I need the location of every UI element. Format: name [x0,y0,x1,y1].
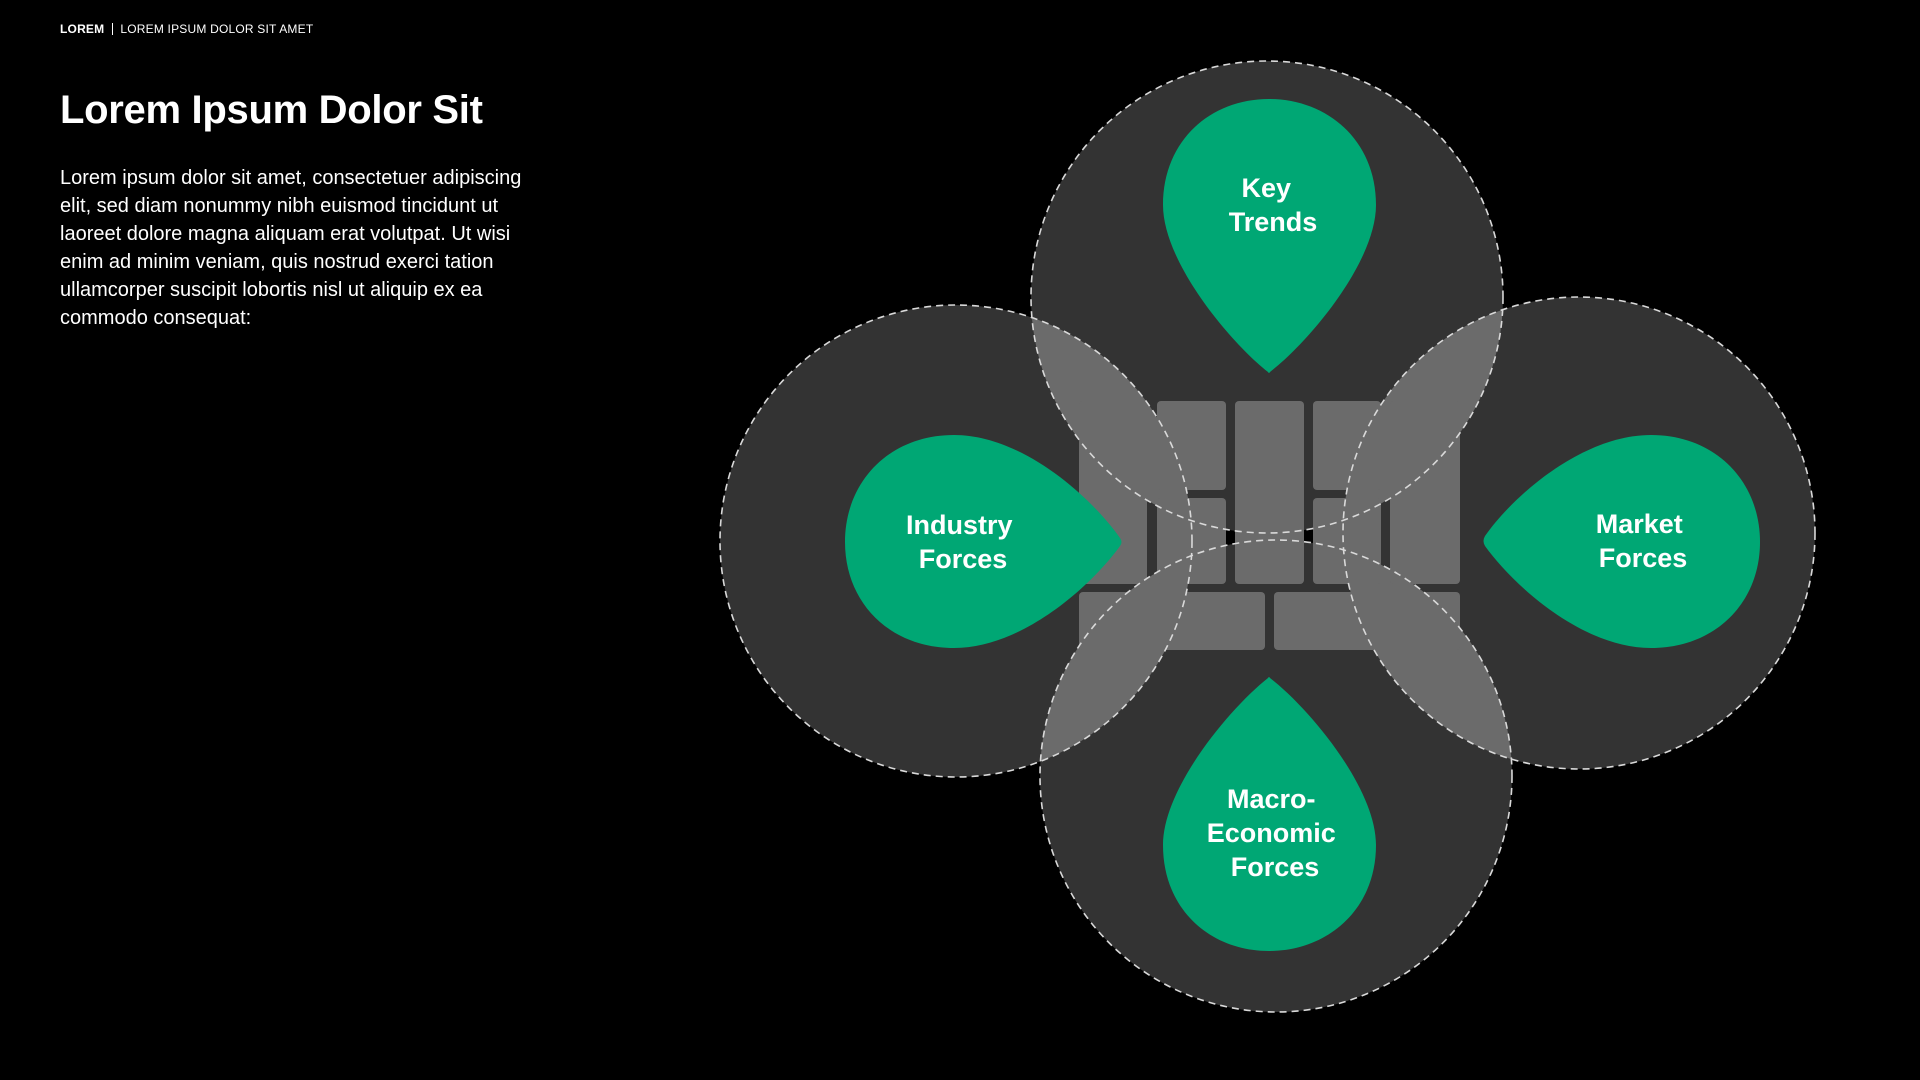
label-line: Forces [919,544,1008,574]
grid-block [1079,592,1265,650]
drop-bottom [1163,677,1376,951]
label-line: Trends [1229,207,1318,237]
overlap-top-right [1343,297,1503,533]
circle-left-outline [719,304,1193,778]
circle-top-outline [1030,60,1504,534]
body-paragraph: Lorem ipsum dolor sit amet, consectetuer… [60,167,522,329]
label-line: Forces [1599,543,1688,573]
label-line: Industry [906,510,1013,540]
grid-block [1157,401,1226,490]
header-separator [112,23,114,35]
label-macro-economic-forces: Macro- Economic Forces [1207,784,1344,882]
label-line: Key [1241,173,1291,203]
header-subtitle: LOREM IPSUM DOLOR SIT AMET [120,22,314,36]
label-key-trends: Key Trends [1229,173,1318,237]
overlap-bottom-left [1040,540,1192,777]
label-industry-forces: Industry Forces [906,510,1020,574]
drop-right [1483,435,1760,648]
label-line: Economic [1207,818,1336,848]
circle-bottom-outline [1039,539,1513,1013]
overlap-bottom-right [1343,540,1512,769]
page-title: Lorem Ipsum Dolor Sit [60,88,483,132]
circle-right-outline [1342,296,1816,770]
label-line: Macro- [1227,784,1316,814]
center-block-grid [1079,401,1460,650]
grid-block [1235,401,1304,584]
label-market-forces: Market Forces [1596,509,1691,573]
grid-block [1274,592,1460,650]
header-brand: LOREM [60,22,105,36]
grid-block [1313,498,1381,584]
drop-top [1163,99,1376,377]
drop-left [845,435,1122,648]
grid-block [1390,401,1460,584]
overlap-top-left [1031,305,1192,533]
header: LOREM LOREM IPSUM DOLOR SIT AMET [60,22,313,36]
label-line: Market [1596,509,1683,539]
grid-block [1313,401,1381,490]
label-line: Forces [1231,852,1320,882]
